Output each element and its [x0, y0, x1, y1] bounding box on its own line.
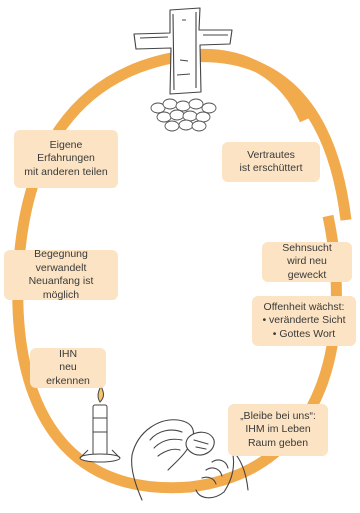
hands-with-bread-icon	[131, 419, 249, 501]
stage-text-bleibe-bei-uns: „Bleibe bei uns“: IHM im Leben Raum gebe…	[240, 409, 316, 449]
stage-text-ihn-erkennen: IHN neu erkennen	[46, 347, 90, 387]
stage-label-sehnsucht: Sehnsucht wird neu geweckt	[262, 242, 352, 282]
stage-label-offenheit: Offenheit wächst: • veränderte Sicht • G…	[252, 296, 356, 346]
candle-icon	[79, 384, 121, 463]
stage-text-offenheit: Offenheit wächst: • veränderte Sicht • G…	[262, 300, 346, 340]
stage-label-ihn-erkennen: IHN neu erkennen	[30, 348, 106, 388]
stage-label-bleibe-bei-uns: „Bleibe bei uns“: IHM im Leben Raum gebe…	[228, 404, 328, 456]
stage-text-eigene-erfahrungen: Eigene Erfahrungen mit anderen teilen	[24, 138, 108, 178]
stage-text-sehnsucht: Sehnsucht wird neu geweckt	[282, 241, 332, 281]
stage-label-eigene-erfahrungen: Eigene Erfahrungen mit anderen teilen	[14, 130, 118, 188]
stage-text-begegnung: Begegnung verwandelt Neuanfang ist mögli…	[28, 248, 94, 301]
stage-text-vertrautes: Vertrautes ist erschüttert	[239, 148, 303, 175]
bread-icon	[150, 98, 217, 132]
cross-icon	[133, 7, 233, 95]
ring-spiral-tail	[189, 51, 352, 221]
stage-label-begegnung: Begegnung verwandelt Neuanfang ist mögli…	[4, 248, 118, 301]
stage-label-vertrautes: Vertrautes ist erschüttert	[222, 142, 320, 182]
